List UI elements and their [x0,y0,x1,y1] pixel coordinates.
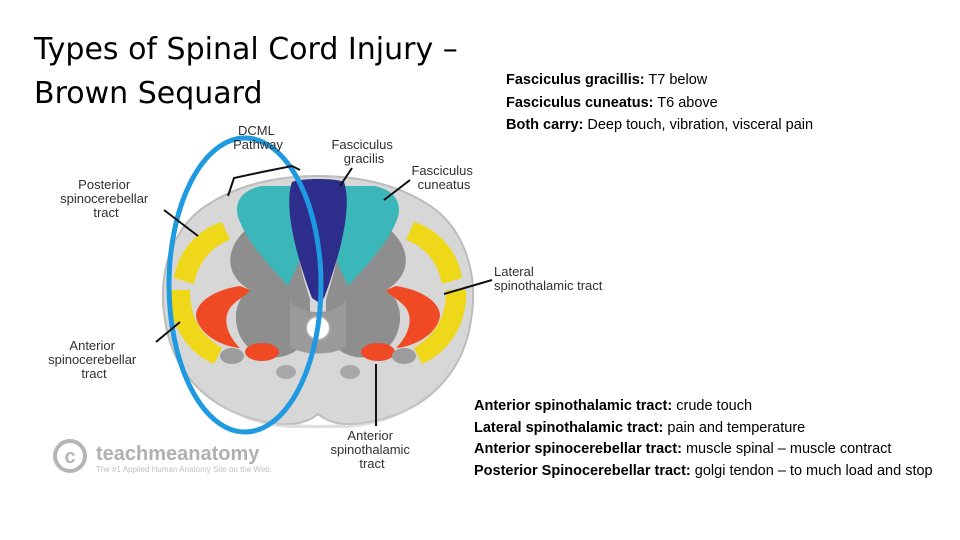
label-dcml-pathway: DCML Pathway [233,123,283,152]
note-text: pain and temperature [667,419,806,436]
note-lateral-spinothalamic: Lateral spinothalamic tract: pain and te… [474,418,954,440]
dcml-notes: Fasciculus gracillis: T7 below Fasciculu… [506,69,813,137]
ant-sc-leader [155,321,181,343]
fasciculus-cuneatus-left [236,186,300,286]
lat-st-leader [443,279,493,295]
slide-title: Types of Spinal Cord Injury – Brown Sequ… [34,28,474,116]
posterior-spinocerebellar-left [174,222,230,284]
label-leader-lines [155,164,493,426]
note-label: Anterior spinothalamic tract: [474,398,673,414]
label-lateral-spinothalamic: Lateral spinothalamic tract [494,264,603,293]
label-posterior-spinocerebellar: Posterior spinocerebellar tract [60,177,152,220]
note-label: Anterior spinocerebellar tract: [474,441,682,457]
label-fasciculus-cuneatus: Fasciculus cuneatus [411,163,476,192]
logo-tagline: The #1 Applied Human Anatomy Site on the… [96,465,272,474]
grey-blob [220,348,244,364]
note-posterior-spinocerebellar: Posterior Spinocerebellar tract: golgi t… [474,461,954,483]
label-fasciculus-gracilis: Fasciculus gracilis [331,137,396,166]
slide-title-line-1: Types of Spinal Cord Injury – [34,32,458,67]
tract-notes: Anterior spinothalamic tract: crude touc… [474,396,954,482]
logo-brand: teachmeanatomy [96,443,260,465]
copyright-icon-glyph: c [64,446,75,468]
slide-title-line-2: Brown Sequard [34,76,263,111]
note-label: Posterior Spinocerebellar tract: [474,462,691,479]
note-label: Fasciculus cuneatus: [506,94,654,111]
note-anterior-spinothalamic: Anterior spinothalamic tract: crude touc… [474,396,954,418]
note-label: Lateral spinothalamic tract: [474,419,664,436]
note-text: golgi tendon – to much load and stop [694,462,933,479]
anterior-spinothalamic-left [245,343,279,361]
anterior-spinothalamic-right [361,343,395,361]
dcml-bracket [227,164,301,197]
fasciculus-cuneatus-right [336,186,400,286]
note-text: T6 above [657,94,718,111]
brown-sequard-hemisection-highlight [166,135,324,435]
note-both-carry: Both carry: Deep touch, vibration, visce… [506,114,813,137]
cuneatus-leader [383,179,411,201]
note-label: Fasciculus gracillis: [506,72,645,88]
note-text: T7 below [648,72,708,88]
grey-blob [340,365,360,379]
gracilis-leader [339,167,353,187]
teachmeanatomy-logo: c teachmeanatomy The #1 Applied Human An… [53,439,272,474]
anterior-spinocerebellar-right [414,290,467,364]
lateral-spinothalamic-left [196,286,250,348]
note-text: muscle spinal – muscle contract [685,441,892,457]
note-text: crude touch [676,398,753,414]
note-label: Both carry: [506,117,584,133]
copyright-icon [53,439,87,473]
post-sc-leader [163,209,199,237]
note-gracilis: Fasciculus gracillis: T7 below [506,69,813,92]
note-anterior-spinocerebellar: Anterior spinocerebellar tract: muscle s… [474,439,954,461]
grey-blob [276,365,296,379]
posterior-spinocerebellar-right [406,222,462,284]
note-cuneatus: Fasciculus cuneatus: T6 above [506,92,813,115]
lateral-spinothalamic-right [386,286,440,348]
label-anterior-spinocerebellar: Anterior spinocerebellar tract [48,338,140,381]
note-text: Deep touch, vibration, visceral pain [587,117,814,133]
label-anterior-spinothalamic: Anterior spinothalamic tract [330,428,413,471]
anterior-spinocerebellar-left [169,290,222,364]
grey-blob [392,348,416,364]
